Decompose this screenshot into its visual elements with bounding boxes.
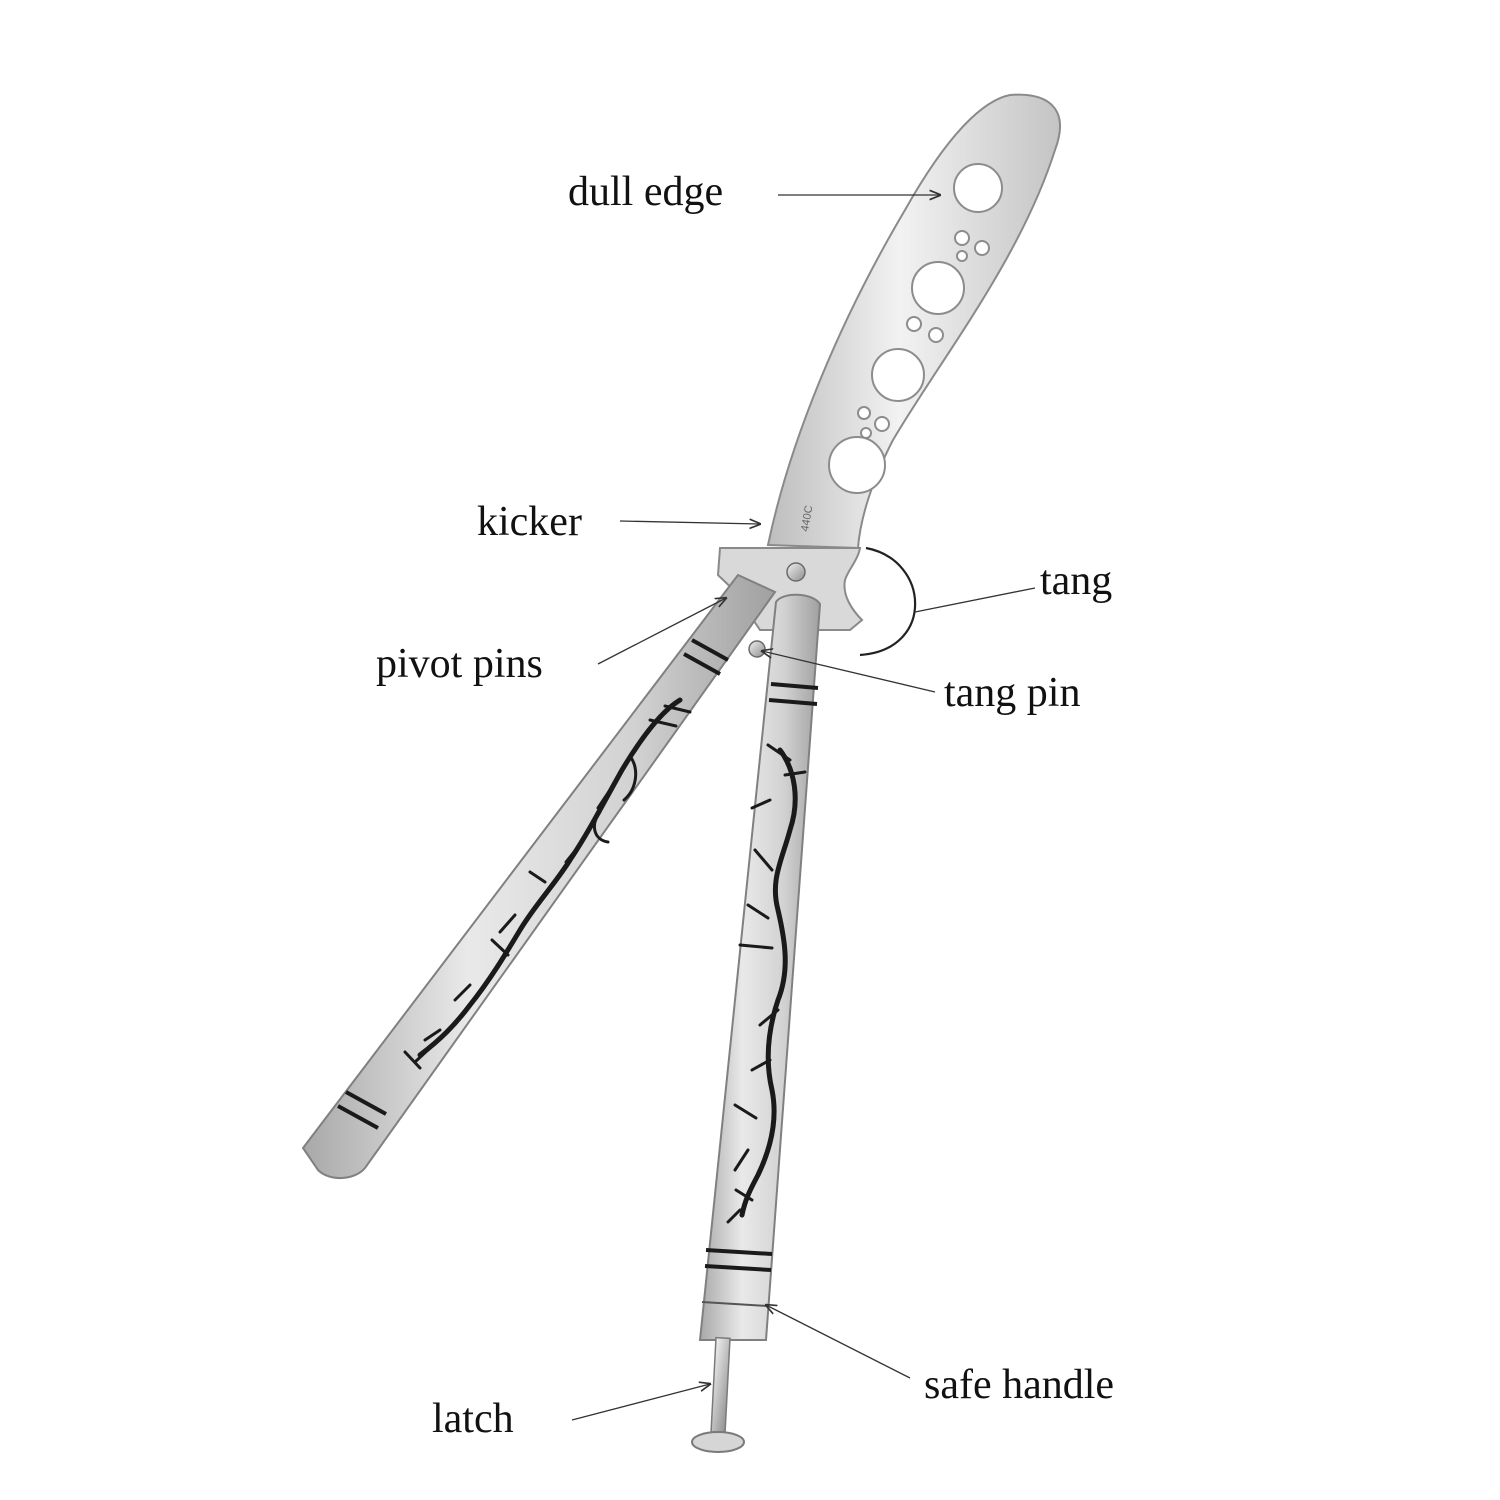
tang-bracket [859, 546, 917, 657]
dragon-engraving [726, 743, 807, 1224]
blade-hole [953, 163, 1003, 213]
handle-groove [701, 1301, 769, 1307]
blade: 440C [716, 93, 1061, 631]
pivot-pin-icon [748, 640, 766, 658]
dragon-engraving [403, 697, 692, 1070]
label-latch-text: latch [432, 1396, 514, 1442]
leader-line [762, 651, 936, 693]
leader-line [619, 521, 760, 524]
blade-hole [954, 230, 970, 246]
blade-marking: 440C [799, 504, 815, 532]
handle-groove [705, 1248, 773, 1256]
leader-line [766, 1305, 911, 1379]
label-pivot-pins-text: pivot pins [376, 641, 543, 687]
handle-groove [768, 698, 818, 706]
blade-hole [956, 250, 968, 262]
bite-handle [301, 573, 777, 1179]
blade-hole [906, 316, 922, 332]
blade-hole [874, 416, 890, 432]
label-kicker: kicker [477, 499, 760, 545]
label-kicker-text: kicker [477, 499, 582, 545]
leader-line [597, 598, 726, 665]
safe-handle [691, 593, 822, 1453]
latch-shaft [709, 1336, 731, 1440]
handle-groove [704, 1264, 772, 1272]
leader-line [914, 587, 1036, 613]
blade-hole [928, 327, 944, 343]
handle-groove [345, 1090, 387, 1116]
label-safe-handle: safe handle [766, 1305, 1114, 1408]
handle-groove [337, 1104, 379, 1130]
latch-head [691, 1431, 745, 1453]
blade-hole [871, 348, 925, 402]
label-dull-edge: dull edge [568, 169, 940, 215]
handle-groove [691, 638, 729, 662]
handle-groove [683, 652, 721, 676]
label-tang: tang [859, 546, 1112, 657]
label-pivot-pins: pivot pins [376, 598, 726, 687]
safe-handle-body [698, 593, 822, 1341]
blade-hole [828, 436, 886, 494]
label-tang-pin-text: tang pin [944, 670, 1080, 716]
leader-line [571, 1384, 710, 1421]
blade-hole [911, 261, 965, 315]
label-safe-handle-text: safe handle [924, 1362, 1114, 1408]
blade-hole [857, 406, 871, 420]
blade-hole [860, 427, 872, 439]
label-tang-pin: tang pin [762, 651, 1080, 716]
label-latch: latch [432, 1384, 710, 1442]
label-dull-edge-text: dull edge [568, 169, 723, 215]
pivot-pin-icon [786, 562, 806, 582]
blade-holes [828, 163, 1003, 494]
blade-hole [974, 240, 990, 256]
handle-groove [770, 682, 819, 690]
latch [691, 1336, 745, 1453]
label-tang-text: tang [1040, 558, 1112, 604]
